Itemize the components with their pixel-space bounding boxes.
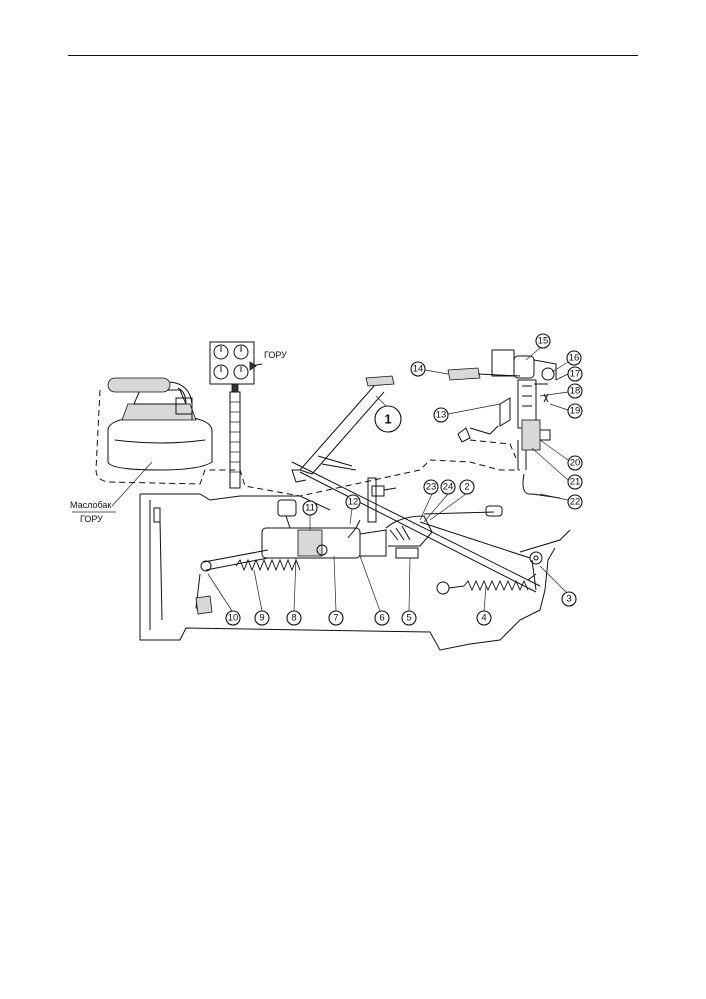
upper-rod xyxy=(367,477,397,523)
callout-3-label: 3 xyxy=(566,594,571,605)
callout-20-label: 20 xyxy=(570,458,581,469)
callout-13-label: 13 xyxy=(436,410,447,421)
clutch-pedal xyxy=(291,375,395,483)
callout-10-label: 10 xyxy=(228,613,239,624)
callout-4: 4 xyxy=(476,585,492,626)
tank-area-outline xyxy=(95,389,520,497)
oil-tank xyxy=(107,377,213,471)
callout-1-label: 1 xyxy=(384,412,391,427)
callout-22-label: 22 xyxy=(570,497,581,508)
callout-17: 17 xyxy=(555,366,583,382)
callout-6: 6 xyxy=(359,555,390,626)
rod-assembly xyxy=(195,549,301,615)
callout-15: 15 xyxy=(525,333,551,361)
callout-16: 16 xyxy=(551,350,582,373)
callout-9: 9 xyxy=(253,569,270,626)
callout-8-label: 8 xyxy=(291,613,296,624)
callout-24: 24 xyxy=(423,479,456,523)
callout-9-label: 9 xyxy=(259,613,264,624)
callout-23: 23 xyxy=(419,479,439,521)
callout-6-label: 6 xyxy=(379,613,384,624)
callout-21-label: 21 xyxy=(570,477,581,488)
callout-17-label: 17 xyxy=(570,369,581,380)
callout-14: 14 xyxy=(410,361,449,377)
callout-7: 7 xyxy=(328,555,344,626)
vertical-hose xyxy=(229,391,241,489)
callout-18-label: 18 xyxy=(570,386,581,397)
return-spring xyxy=(436,573,537,595)
brake-pedal-assembly xyxy=(447,349,561,499)
callout-16-label: 16 xyxy=(569,353,580,364)
push-rod xyxy=(419,521,531,559)
master-cylinder xyxy=(261,499,433,559)
callout-5: 5 xyxy=(401,557,417,626)
callout-21: 21 xyxy=(531,447,583,490)
gearbox-housing xyxy=(139,493,571,651)
valve-block xyxy=(209,341,255,393)
callout-1: 1 xyxy=(374,395,402,433)
callout-19: 19 xyxy=(549,403,583,419)
lever-arm-end xyxy=(485,505,503,517)
callout-7-label: 7 xyxy=(333,613,338,624)
pedal-shaft xyxy=(291,455,543,593)
callout-12-label: 12 xyxy=(348,497,359,508)
callout-13: 13 xyxy=(433,403,501,423)
gory-label: ГОРУ xyxy=(264,350,287,360)
callout-10: 10 xyxy=(207,573,241,626)
callout-11: 11 xyxy=(302,500,318,530)
callout-14-label: 14 xyxy=(413,364,424,375)
callout-23-label: 23 xyxy=(426,482,437,493)
callout-12: 12 xyxy=(345,494,361,525)
callout-18: 18 xyxy=(539,383,583,399)
callout-8: 8 xyxy=(286,557,302,626)
tank-leader xyxy=(111,461,153,507)
callout-2-label: 2 xyxy=(464,482,469,493)
callout-15-label: 15 xyxy=(538,336,549,347)
callout-20: 20 xyxy=(539,439,583,471)
gory-arrow-head xyxy=(249,361,257,371)
header-rule xyxy=(68,55,638,56)
callout-3: 3 xyxy=(539,565,577,607)
callout-5-label: 5 xyxy=(406,613,411,624)
callout-4-label: 4 xyxy=(481,613,486,624)
callout-2: 2 xyxy=(429,479,475,521)
callout-11-label: 11 xyxy=(305,503,315,514)
tank-label-line1: Маслобак xyxy=(70,500,111,510)
lever-arm xyxy=(423,511,495,515)
callout-22: 22 xyxy=(539,493,583,510)
tank-label-line2: ГОРУ xyxy=(80,514,103,524)
callout-24-label: 24 xyxy=(443,482,454,493)
callout-19-label: 19 xyxy=(570,406,581,417)
